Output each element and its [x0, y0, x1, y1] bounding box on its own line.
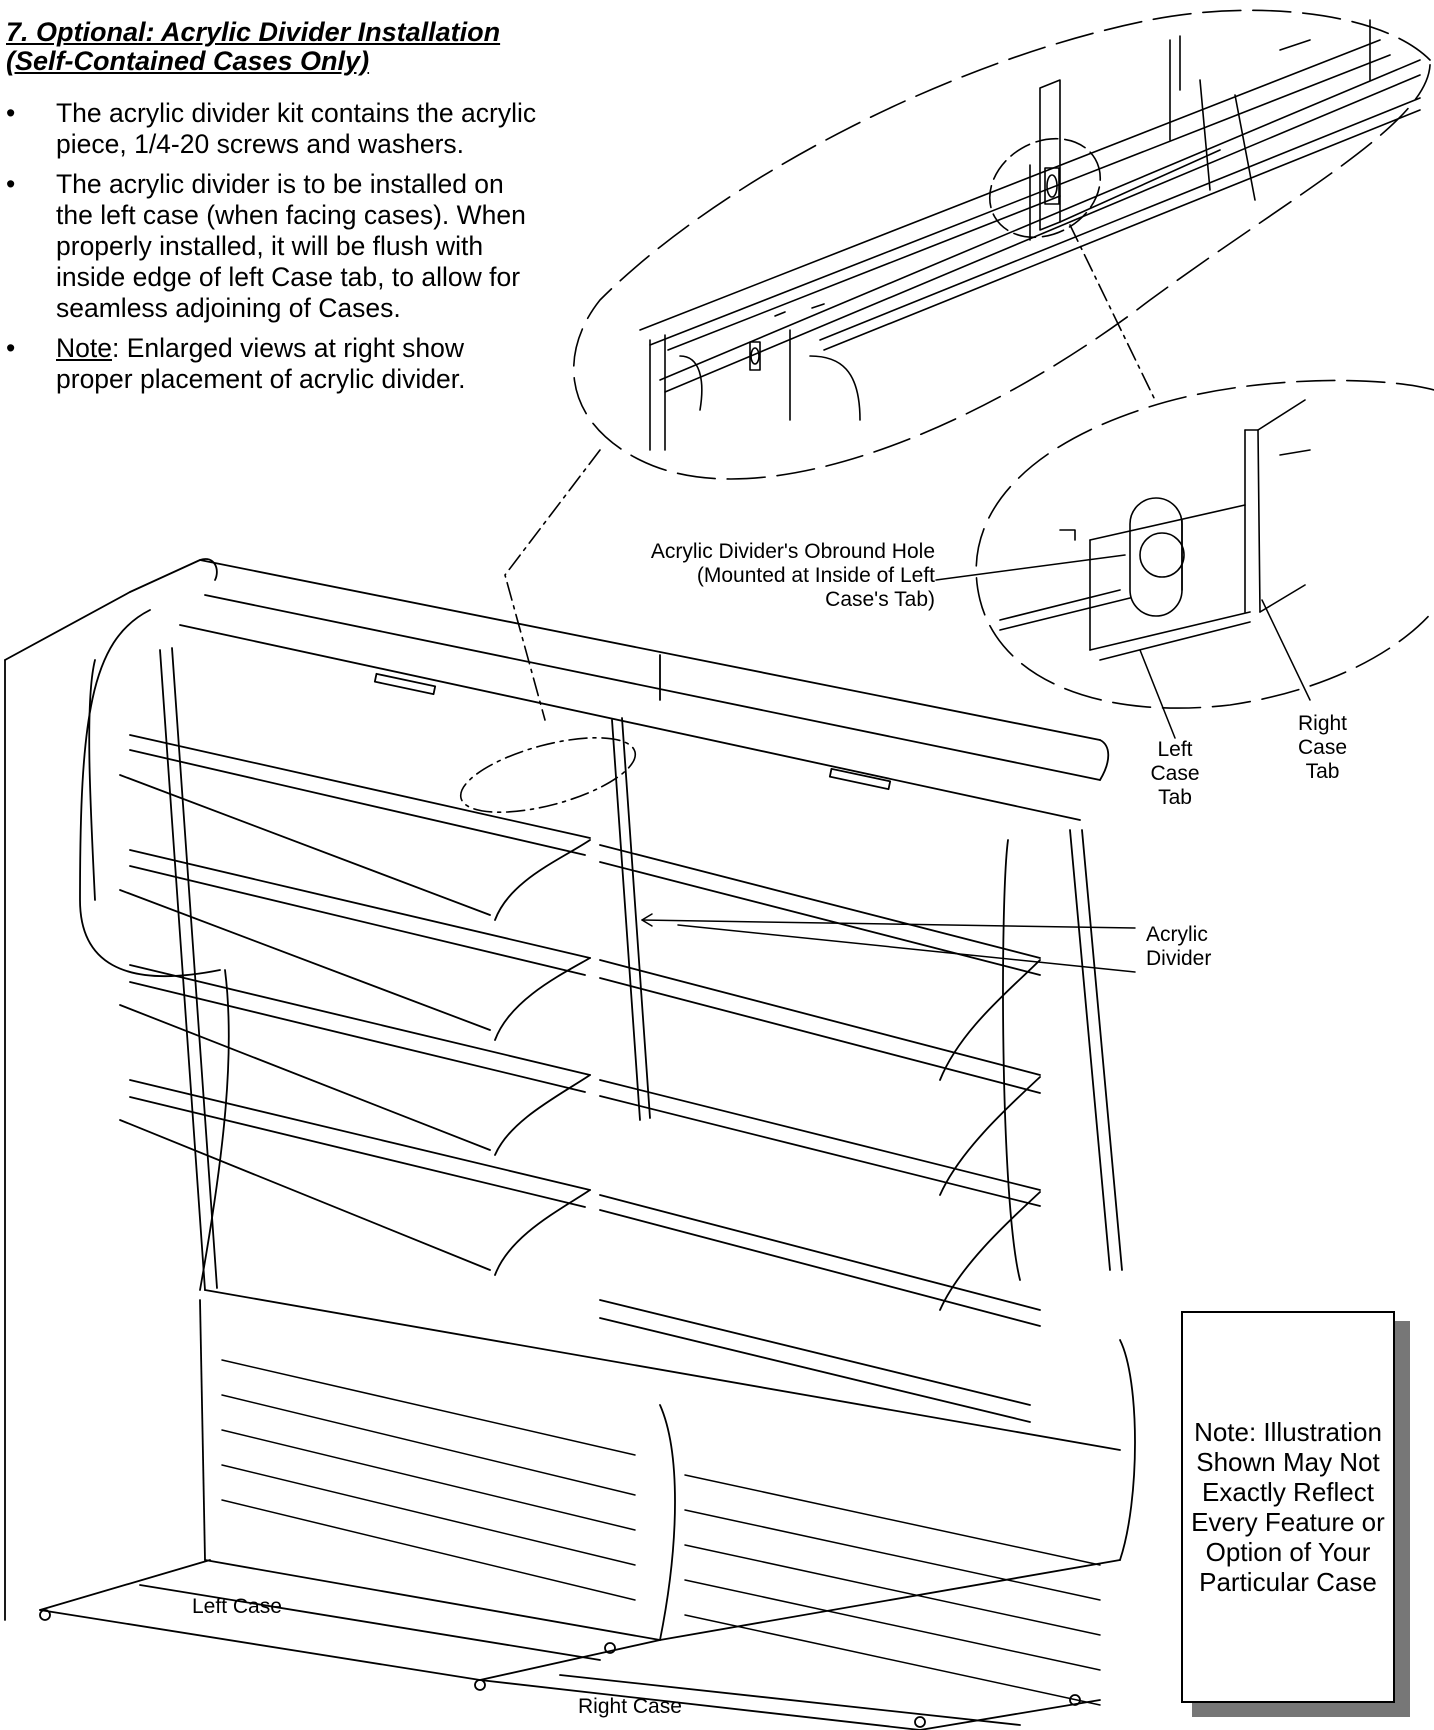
note-prefix: Note: [56, 333, 112, 363]
list-item-text: The acrylic divider kit contains the acr…: [56, 98, 537, 159]
instruction-list: • The acrylic divider kit contains the a…: [6, 98, 546, 404]
acrylic-divider: [611, 719, 641, 1121]
list-item-text: The acrylic divider is to be installed o…: [56, 169, 526, 323]
acrylic-divider-callout: Acrylic Divider: [1146, 923, 1212, 970]
top-detail-view: [572, 9, 1431, 480]
list-item: • Note: Enlarged views at right show pro…: [6, 333, 546, 395]
right-case-label: Right Case: [578, 1695, 682, 1718]
tab-detail-view: [975, 379, 1434, 709]
heading-line-2: (Self-Contained Cases Only): [6, 46, 370, 76]
note-box-text: Note: Illustration Shown May Not Exactly…: [1191, 1417, 1385, 1597]
bullet-icon: •: [6, 333, 16, 363]
note-box: Note: Illustration Shown May Not Exactly…: [1181, 1311, 1395, 1703]
shelves: [119, 734, 1041, 1423]
list-item: • The acrylic divider is to be installed…: [6, 169, 546, 324]
bullet-icon: •: [6, 169, 16, 199]
heading-line-1: 7. Optional: Acrylic Divider Installatio…: [6, 17, 501, 47]
callout-leaders: [641, 554, 1311, 973]
bullet-icon: •: [6, 98, 16, 128]
left-case-tab-callout: Left Case Tab: [1150, 738, 1200, 809]
list-item: • The acrylic divider kit contains the a…: [6, 98, 546, 160]
detail-connectors: [459, 224, 1156, 813]
obround-hole-callout: Acrylic Divider's Obround Hole (Mounted …: [650, 540, 935, 611]
right-case-tab-callout: Right Case Tab: [1297, 712, 1348, 783]
left-case-label: Left Case: [192, 1595, 282, 1618]
louvers: [221, 1359, 1101, 1706]
list-item-text: : Enlarged views at right show proper pl…: [56, 333, 466, 394]
main-case-drawing: [4, 558, 1136, 1730]
